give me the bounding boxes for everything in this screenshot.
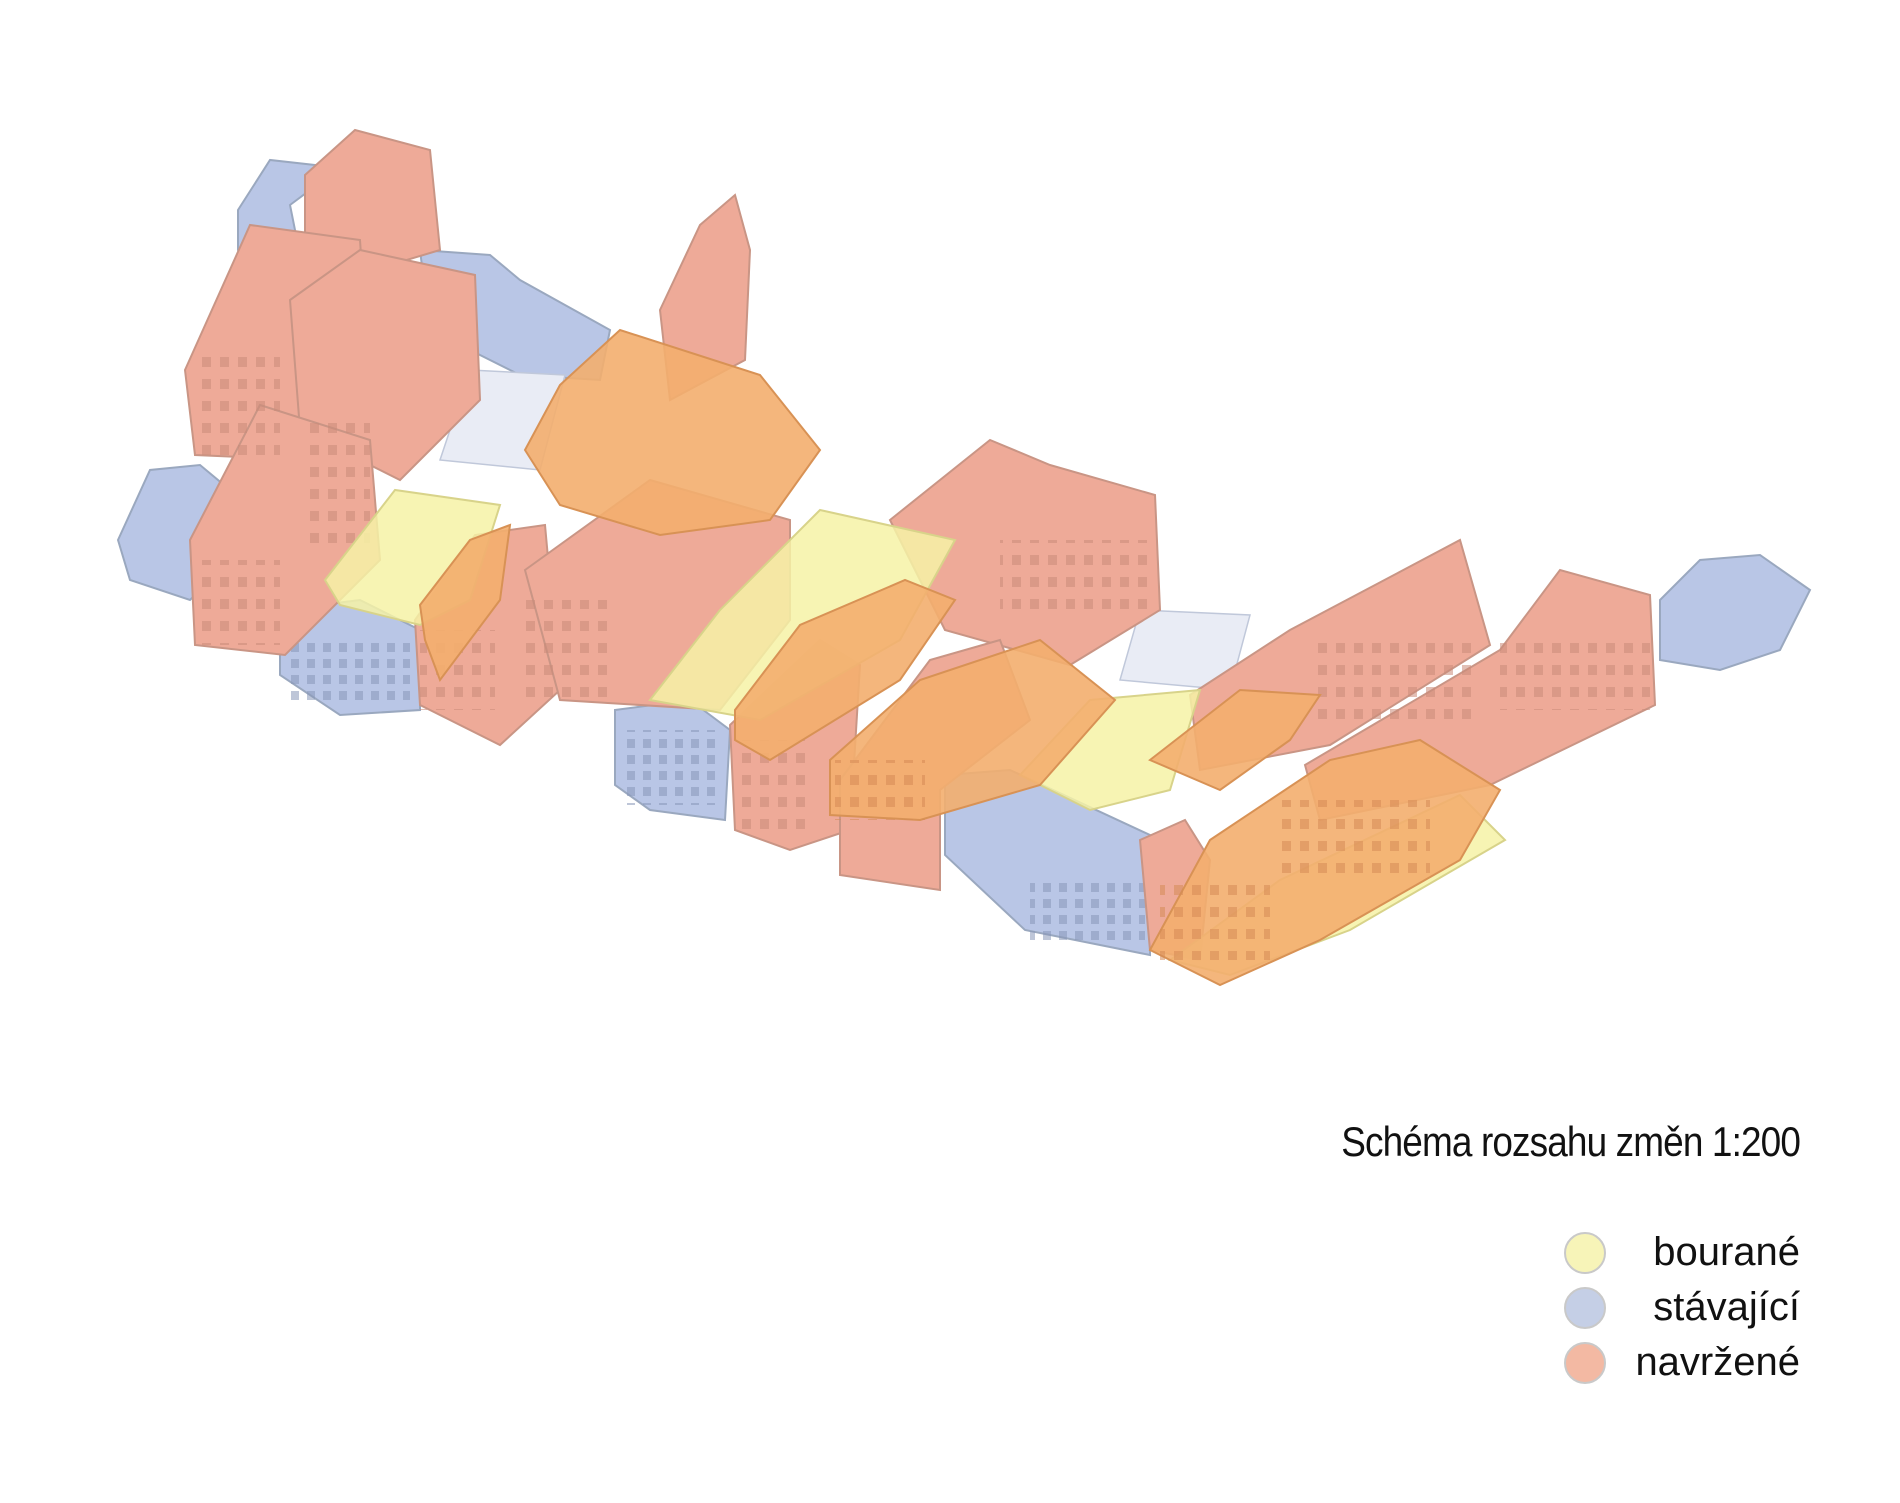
overlap-facades (835, 760, 1430, 960)
legend-item-existing: stávající (1564, 1280, 1800, 1335)
legend-item-demolished: bourané (1564, 1225, 1800, 1280)
circle-swatch-blue-icon (1564, 1286, 1606, 1329)
overlap-area-3 (734, 578, 957, 762)
legend-label: bourané (1653, 1230, 1800, 1274)
legend-label: stávající (1653, 1285, 1800, 1329)
existing-block-e (1659, 553, 1812, 672)
axonometric-diagram (116, 128, 1812, 987)
legend-item-proposed: navržené (1564, 1335, 1800, 1390)
legend-label: navržené (1635, 1340, 1800, 1384)
circle-swatch-yellow-icon (1564, 1231, 1606, 1274)
overlap-area-2 (418, 523, 512, 683)
overlap-area-5 (1148, 688, 1322, 792)
circle-swatch-salmon-icon (1564, 1341, 1606, 1384)
existing-facades (290, 640, 1145, 940)
overlap-area-1 (523, 328, 822, 537)
legend: bourané stávající navržené (1564, 1225, 1800, 1390)
diagram-title: Schéma rozsahu změn 1:200 (1341, 1118, 1801, 1165)
